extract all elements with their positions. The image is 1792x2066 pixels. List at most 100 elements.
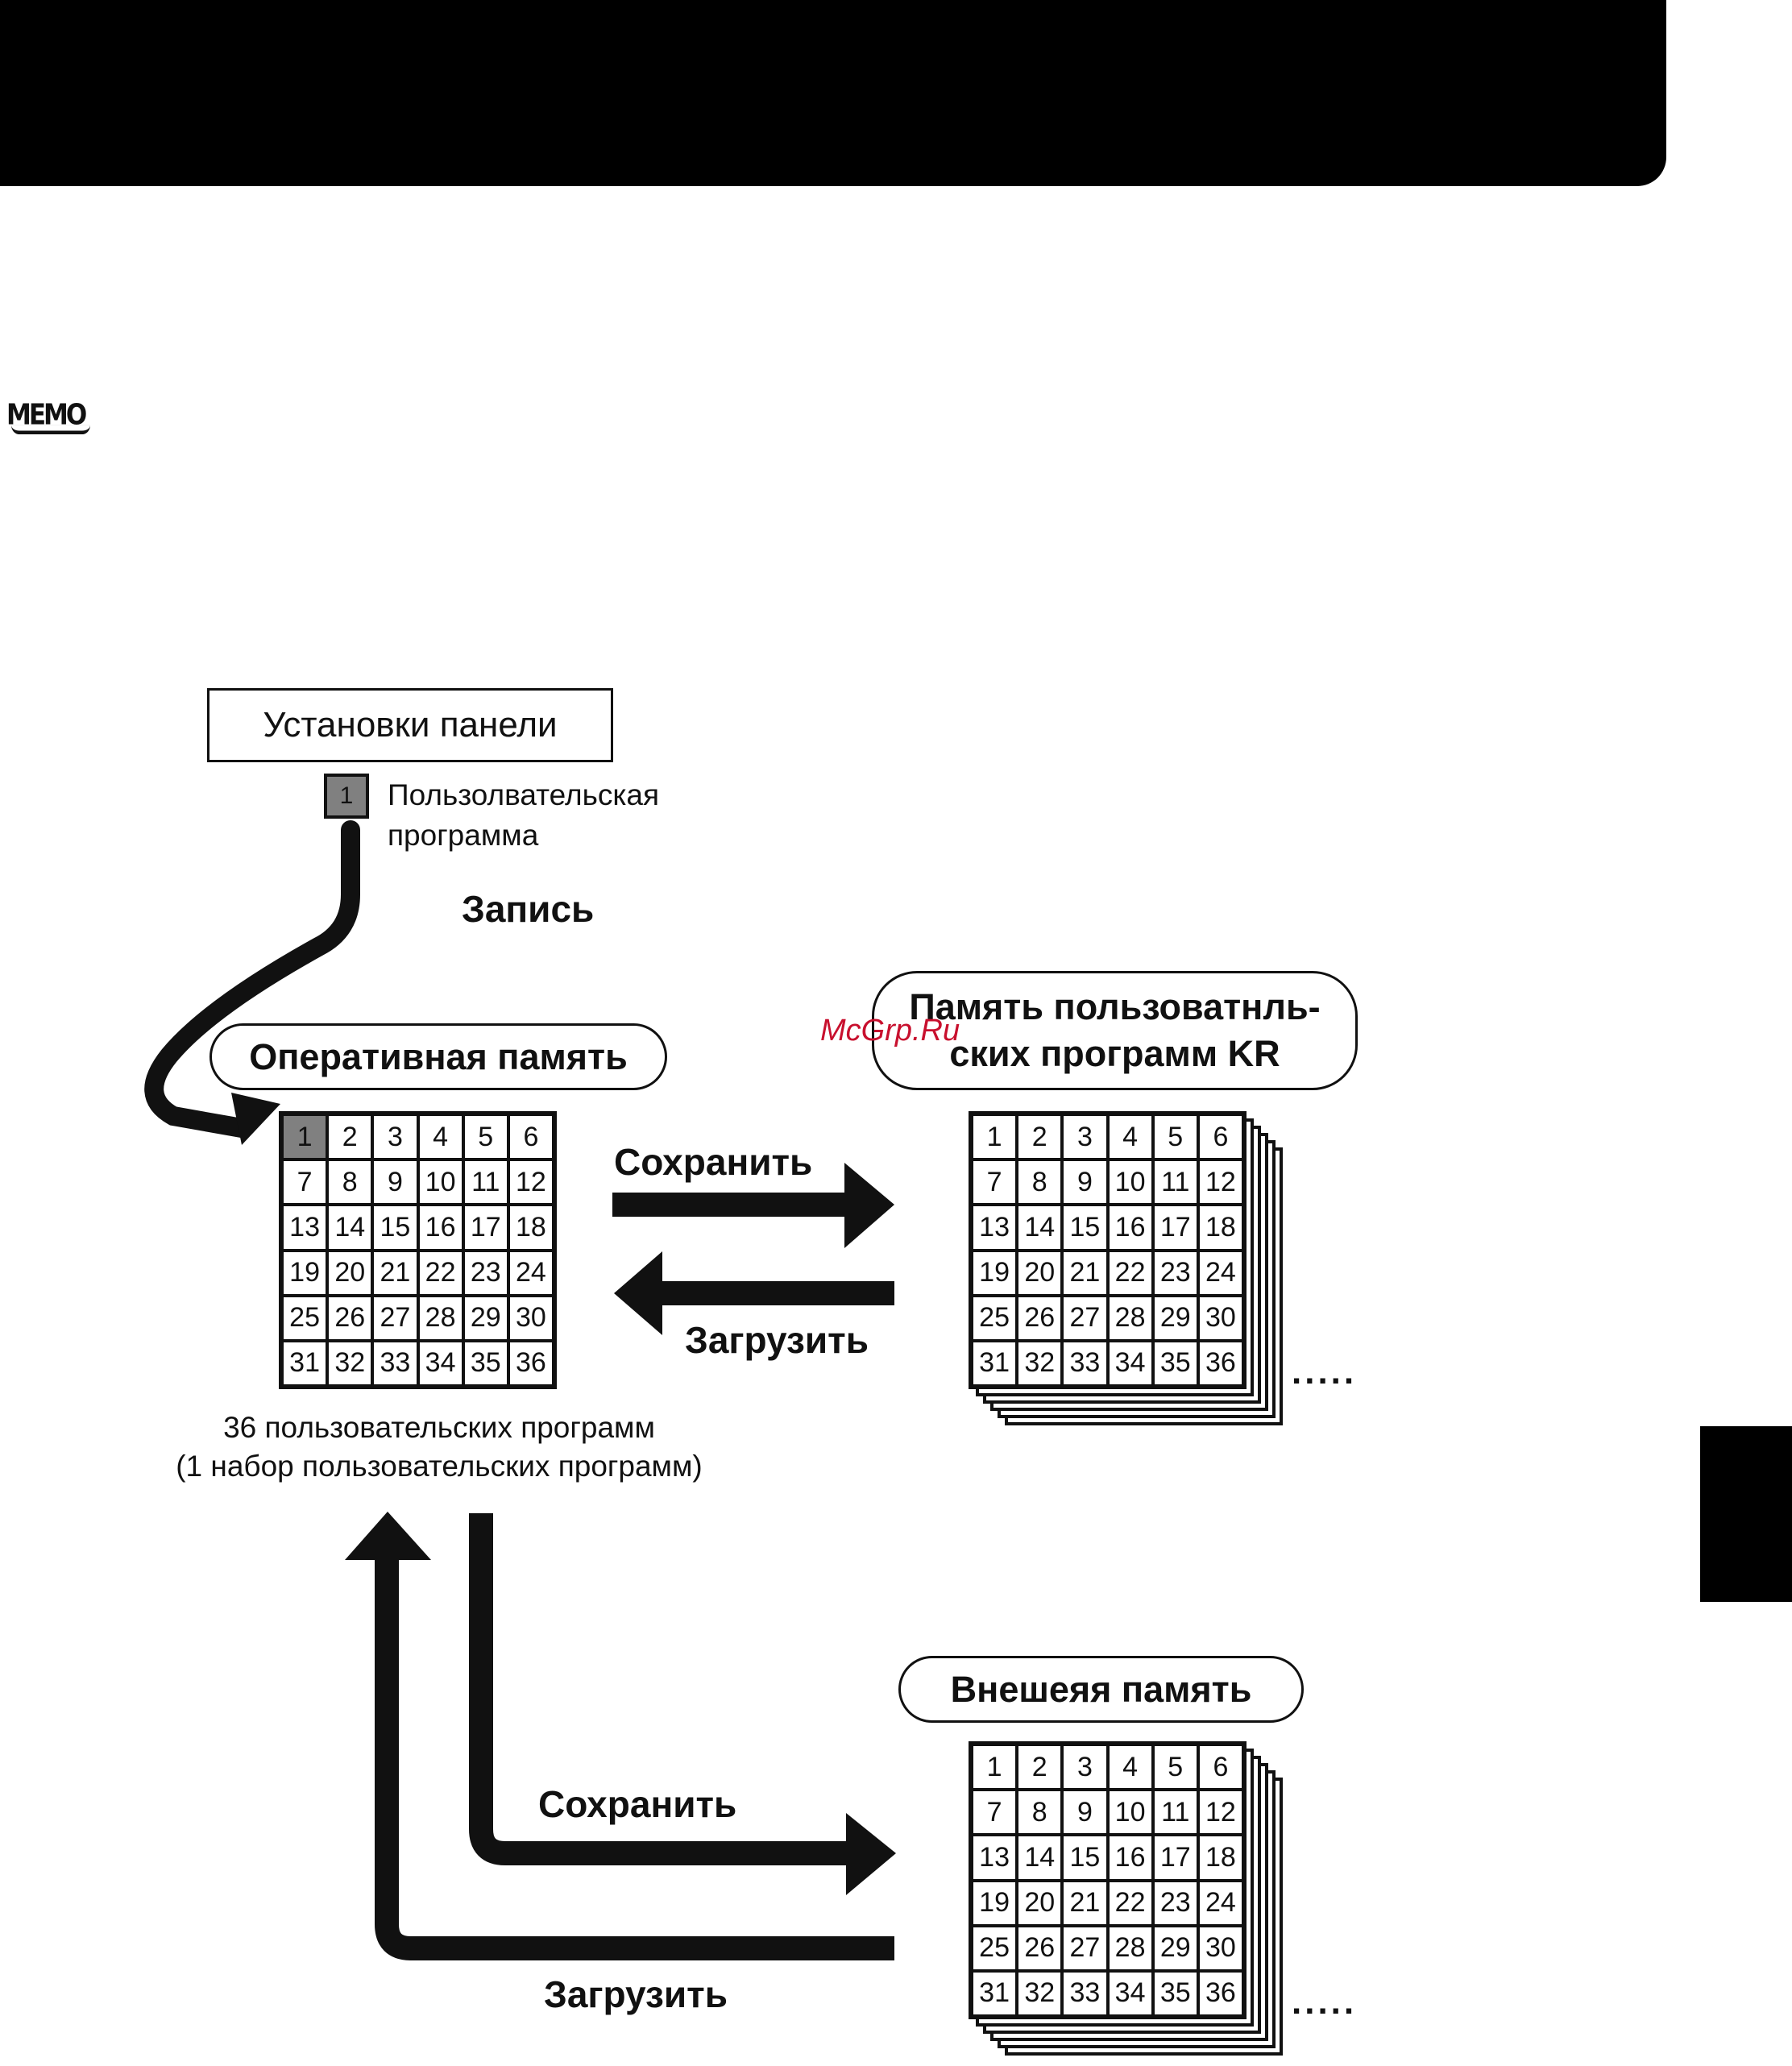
program-slot-23[interactable]: 23	[1152, 1880, 1198, 1926]
program-slot-6[interactable]: 6	[1197, 1744, 1243, 1790]
program-slot-7[interactable]: 7	[282, 1160, 328, 1205]
program-slot-20[interactable]: 20	[327, 1250, 373, 1296]
program-slot-10[interactable]: 10	[1107, 1160, 1153, 1205]
program-slot-4[interactable]: 4	[417, 1114, 463, 1160]
program-slot-10[interactable]: 10	[1107, 1790, 1153, 1836]
program-slot-25[interactable]: 25	[282, 1295, 328, 1341]
program-slot-13[interactable]: 13	[282, 1205, 328, 1251]
program-slot-9[interactable]: 9	[1062, 1160, 1108, 1205]
program-slot-26[interactable]: 26	[327, 1295, 373, 1341]
program-slot-15[interactable]: 15	[1062, 1205, 1108, 1251]
program-slot-21[interactable]: 21	[1062, 1880, 1108, 1926]
program-slot-4[interactable]: 4	[1107, 1114, 1153, 1160]
program-slot-11[interactable]: 11	[1152, 1790, 1198, 1836]
program-slot-28[interactable]: 28	[417, 1295, 463, 1341]
program-slot-34[interactable]: 34	[1107, 1340, 1153, 1386]
program-slot-4[interactable]: 4	[1107, 1744, 1153, 1790]
program-slot-20[interactable]: 20	[1017, 1880, 1063, 1926]
program-slot-23[interactable]: 23	[1152, 1250, 1198, 1296]
program-slot-34[interactable]: 34	[417, 1340, 463, 1386]
program-slot-2[interactable]: 2	[327, 1114, 373, 1160]
program-slot-16[interactable]: 16	[417, 1205, 463, 1251]
program-slot-17[interactable]: 17	[1152, 1205, 1198, 1251]
program-slot-21[interactable]: 21	[1062, 1250, 1108, 1296]
program-slot-35[interactable]: 35	[1152, 1340, 1198, 1386]
program-slot-24[interactable]: 24	[1197, 1250, 1243, 1296]
program-slot-10[interactable]: 10	[417, 1160, 463, 1205]
program-slot-12[interactable]: 12	[508, 1160, 554, 1205]
program-slot-14[interactable]: 14	[327, 1205, 373, 1251]
program-slot-5[interactable]: 5	[1152, 1114, 1198, 1160]
program-slot-27[interactable]: 27	[372, 1295, 418, 1341]
program-slot-32[interactable]: 32	[1017, 1340, 1063, 1386]
program-slot-27[interactable]: 27	[1062, 1925, 1108, 1971]
program-slot-27[interactable]: 27	[1062, 1295, 1108, 1341]
program-slot-34[interactable]: 34	[1107, 1970, 1153, 2016]
program-slot-22[interactable]: 22	[1107, 1250, 1153, 1296]
program-slot-17[interactable]: 17	[463, 1205, 508, 1251]
program-slot-30[interactable]: 30	[1197, 1925, 1243, 1971]
program-slot-5[interactable]: 5	[463, 1114, 508, 1160]
program-slot-11[interactable]: 11	[463, 1160, 508, 1205]
program-slot-33[interactable]: 33	[1062, 1970, 1108, 2016]
program-slot-25[interactable]: 25	[972, 1925, 1018, 1971]
program-slot-6[interactable]: 6	[508, 1114, 554, 1160]
program-slot-22[interactable]: 22	[417, 1250, 463, 1296]
program-slot-3[interactable]: 3	[1062, 1744, 1108, 1790]
program-slot-16[interactable]: 16	[1107, 1835, 1153, 1881]
program-slot-14[interactable]: 14	[1017, 1205, 1063, 1251]
program-slot-28[interactable]: 28	[1107, 1925, 1153, 1971]
program-slot-13[interactable]: 13	[972, 1835, 1018, 1881]
program-slot-36[interactable]: 36	[1197, 1340, 1243, 1386]
program-slot-11[interactable]: 11	[1152, 1160, 1198, 1205]
program-slot-23[interactable]: 23	[463, 1250, 508, 1296]
program-slot-15[interactable]: 15	[1062, 1835, 1108, 1881]
program-slot-1[interactable]: 1	[282, 1114, 328, 1160]
program-slot-31[interactable]: 31	[972, 1970, 1018, 2016]
program-slot-9[interactable]: 9	[1062, 1790, 1108, 1836]
program-slot-30[interactable]: 30	[1197, 1295, 1243, 1341]
program-slot-19[interactable]: 19	[972, 1880, 1018, 1926]
program-slot-3[interactable]: 3	[372, 1114, 418, 1160]
program-slot-30[interactable]: 30	[508, 1295, 554, 1341]
program-slot-7[interactable]: 7	[972, 1790, 1018, 1836]
user-program-slot[interactable]: 1	[324, 774, 369, 819]
program-slot-8[interactable]: 8	[1017, 1160, 1063, 1205]
program-slot-35[interactable]: 35	[463, 1340, 508, 1386]
program-slot-1[interactable]: 1	[972, 1744, 1018, 1790]
program-slot-13[interactable]: 13	[972, 1205, 1018, 1251]
program-slot-33[interactable]: 33	[1062, 1340, 1108, 1386]
program-slot-24[interactable]: 24	[1197, 1880, 1243, 1926]
program-slot-32[interactable]: 32	[1017, 1970, 1063, 2016]
program-slot-31[interactable]: 31	[282, 1340, 328, 1386]
program-slot-22[interactable]: 22	[1107, 1880, 1153, 1926]
program-slot-26[interactable]: 26	[1017, 1925, 1063, 1971]
program-slot-18[interactable]: 18	[1197, 1205, 1243, 1251]
program-slot-9[interactable]: 9	[372, 1160, 418, 1205]
program-slot-36[interactable]: 36	[1197, 1970, 1243, 2016]
program-slot-7[interactable]: 7	[972, 1160, 1018, 1205]
program-slot-15[interactable]: 15	[372, 1205, 418, 1251]
program-slot-26[interactable]: 26	[1017, 1295, 1063, 1341]
program-slot-32[interactable]: 32	[327, 1340, 373, 1386]
program-slot-19[interactable]: 19	[972, 1250, 1018, 1296]
program-slot-21[interactable]: 21	[372, 1250, 418, 1296]
program-slot-6[interactable]: 6	[1197, 1114, 1243, 1160]
program-slot-2[interactable]: 2	[1017, 1744, 1063, 1790]
program-slot-36[interactable]: 36	[508, 1340, 554, 1386]
program-slot-8[interactable]: 8	[327, 1160, 373, 1205]
program-slot-1[interactable]: 1	[972, 1114, 1018, 1160]
program-slot-35[interactable]: 35	[1152, 1970, 1198, 2016]
program-slot-29[interactable]: 29	[1152, 1925, 1198, 1971]
program-slot-33[interactable]: 33	[372, 1340, 418, 1386]
program-slot-29[interactable]: 29	[1152, 1295, 1198, 1341]
program-slot-28[interactable]: 28	[1107, 1295, 1153, 1341]
program-slot-12[interactable]: 12	[1197, 1790, 1243, 1836]
program-slot-16[interactable]: 16	[1107, 1205, 1153, 1251]
program-slot-18[interactable]: 18	[508, 1205, 554, 1251]
program-slot-29[interactable]: 29	[463, 1295, 508, 1341]
program-slot-8[interactable]: 8	[1017, 1790, 1063, 1836]
program-slot-17[interactable]: 17	[1152, 1835, 1198, 1881]
program-slot-24[interactable]: 24	[508, 1250, 554, 1296]
program-slot-19[interactable]: 19	[282, 1250, 328, 1296]
